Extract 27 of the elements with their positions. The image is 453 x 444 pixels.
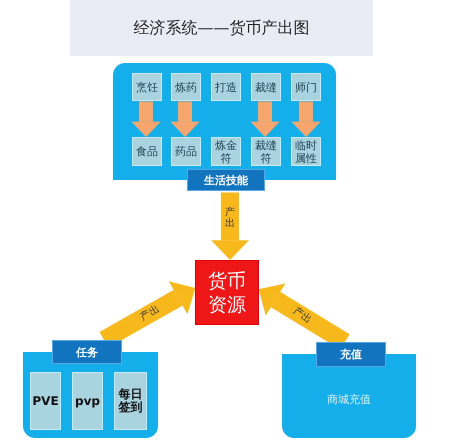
block-arrow <box>211 192 249 260</box>
skill-box: 烹饪 <box>132 73 162 101</box>
skill-box: 临时属性 <box>291 137 321 166</box>
title-banner: 经济系统——货币产出图 <box>70 0 373 56</box>
skill-box: 每日签到 <box>114 372 147 430</box>
block-arrow <box>250 102 280 137</box>
skill-box: 打造 <box>211 73 241 101</box>
skill-box: 师门 <box>291 73 321 101</box>
panel-text: 商城充值 <box>326 392 372 407</box>
skill-box: 裁缝 <box>251 73 281 101</box>
panel-box <box>282 342 416 438</box>
block-arrow <box>170 102 200 137</box>
skill-box: 炼药 <box>171 73 201 101</box>
panel-box <box>23 340 158 438</box>
tab-label: 生活技能 <box>187 169 265 191</box>
skill-box: 药品 <box>171 137 201 166</box>
panel-box <box>113 63 336 192</box>
block-arrow <box>131 102 161 137</box>
skill-box: 食品 <box>132 137 162 166</box>
skill-box: 裁缝符 <box>251 137 281 166</box>
block-arrow <box>291 102 321 137</box>
currency-box: 货币资源 <box>195 260 259 325</box>
skill-box: pvp <box>72 372 103 430</box>
tab-label: 任务 <box>52 340 122 364</box>
skill-box: PVE <box>30 372 61 430</box>
tab-label: 充值 <box>316 342 386 367</box>
skill-box: 炼金符 <box>211 137 241 166</box>
